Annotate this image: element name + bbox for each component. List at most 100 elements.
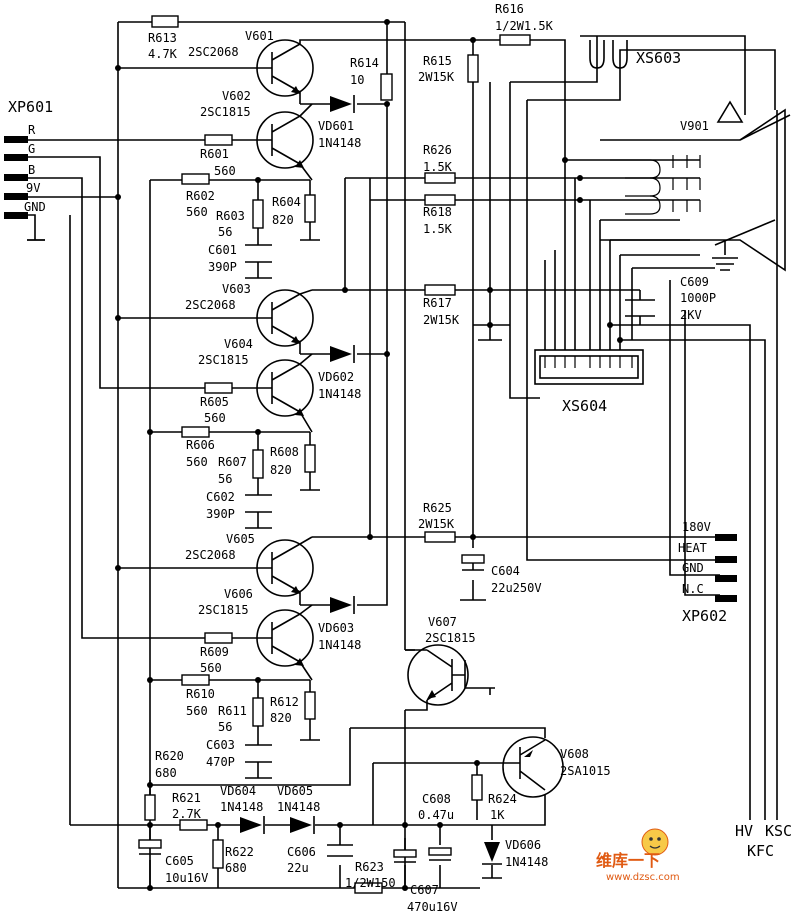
c601-value: 390P [208, 260, 237, 274]
c609-value: 1000P [680, 291, 716, 305]
vd606-part: 1N4148 [505, 855, 548, 869]
vd601-part: 1N4148 [318, 136, 361, 150]
c609-ref: C609 [680, 275, 709, 289]
r623-value: 1/2W150 [345, 876, 396, 890]
junction-dots [115, 19, 623, 891]
r610-value: 560 [186, 704, 208, 718]
r621-value: 2.7K [172, 807, 202, 821]
xs603-label: XS603 [636, 49, 681, 67]
r613-value: 4.7K [148, 47, 178, 61]
watermark-title: 维库一下 [596, 851, 660, 870]
dzsc-watermark-logo: 维库一下 www.dzsc.com [596, 828, 680, 883]
r616-ref: R616 [495, 2, 524, 16]
v603-ref: V603 [222, 282, 251, 296]
r601-ref: R601 [200, 147, 229, 161]
r614-value: 10 [350, 73, 364, 87]
r604-value: 820 [272, 213, 294, 227]
r620-ref: R620 [155, 749, 184, 763]
r624-value: 1K [490, 808, 505, 822]
v607-part: 2SC1815 [425, 631, 476, 645]
v605-part: 2SC2068 [185, 548, 236, 562]
c608-ref: C608 [422, 792, 451, 806]
r606-ref: R606 [186, 438, 215, 452]
xp602-pin-nc: N.C [682, 582, 704, 596]
v601-ref: V601 [245, 29, 274, 43]
v602-part: 2SC1815 [200, 105, 251, 119]
xs603-plugs [589, 40, 628, 69]
xs604-socket [534, 349, 644, 385]
c606-ref: C606 [287, 845, 316, 859]
r621-ref: R621 [172, 791, 201, 805]
vd605-part: 1N4148 [277, 800, 320, 814]
v603-part: 2SC2068 [185, 298, 236, 312]
c607-value: 470u16V [407, 900, 458, 914]
kfc-label: KFC [747, 842, 774, 860]
r616-value: 1/2W1.5K [495, 19, 554, 33]
xp601-pin-9v: 9V [26, 181, 40, 195]
r620-value: 680 [155, 766, 177, 780]
vd602-ref: VD602 [318, 370, 354, 384]
xp601-label: XP601 [8, 98, 53, 116]
xp601-pin-gnd: GND [24, 200, 46, 214]
r612-value: 820 [270, 711, 292, 725]
xp602-connector [715, 534, 737, 602]
xp601-pin-g: G [28, 142, 35, 156]
v606-part: 2SC1815 [198, 603, 249, 617]
c605-ref: C605 [165, 854, 194, 868]
ksc-label: KSC [765, 822, 792, 840]
c602-ref: C602 [206, 490, 235, 504]
c607-ref: C607 [410, 883, 439, 897]
r607-ref: R607 [218, 455, 247, 469]
r609-value: 560 [200, 661, 222, 675]
v901-label: V901 [680, 119, 709, 133]
vd606-ref: VD606 [505, 838, 541, 852]
vd601-ref: VD601 [318, 119, 354, 133]
c606-value: 22u [287, 861, 309, 875]
r603-ref: R603 [216, 209, 245, 223]
v608-ref: V608 [560, 747, 589, 761]
r617-value: 2W15K [423, 313, 460, 327]
r618-ref: R618 [423, 205, 452, 219]
xp602-pin-180v: 180V [682, 520, 711, 534]
xp601-pin-r: R [28, 123, 36, 137]
v606-ref: V606 [224, 587, 253, 601]
v604-part: 2SC1815 [198, 353, 249, 367]
r610-ref: R610 [186, 687, 215, 701]
xs604-label: XS604 [562, 397, 607, 415]
r622-ref: R622 [225, 845, 254, 859]
c603-value: 470P [206, 755, 235, 769]
r626-ref: R626 [423, 143, 452, 157]
crt-tube [600, 100, 791, 272]
v604-ref: V604 [224, 337, 253, 351]
vd604-ref: VD604 [220, 784, 256, 798]
xp602-pin-gnd: GND [682, 561, 704, 575]
xp601-connector [4, 136, 28, 219]
c601-ref: C601 [208, 243, 237, 257]
wiring [8, 21, 778, 889]
vd602-part: 1N4148 [318, 387, 361, 401]
r625-value: 2W15K [418, 517, 455, 531]
r612-ref: R612 [270, 695, 299, 709]
v601-part: 2SC2068 [188, 45, 239, 59]
hv-label: HV [735, 822, 753, 840]
xp602-pin-heat: HEAT [678, 541, 707, 555]
r615-ref: R615 [423, 54, 452, 68]
r615-value: 2W15K [418, 70, 455, 84]
r604-ref: R604 [272, 195, 301, 209]
c604-ref: C604 [491, 564, 520, 578]
r623-ref: R623 [355, 860, 384, 874]
r601-value: 560 [214, 164, 236, 178]
c609-rating: 2KV [680, 308, 702, 322]
capacitor-symbols [138, 244, 485, 863]
diode-symbols [240, 95, 502, 865]
r605-value: 560 [204, 411, 226, 425]
r608-ref: R608 [270, 445, 299, 459]
v602-ref: V602 [222, 89, 251, 103]
r613-ref: R613 [148, 31, 177, 45]
r618-value: 1.5K [423, 222, 453, 236]
r611-value: 56 [218, 720, 232, 734]
v607-ref: V607 [428, 615, 457, 629]
v608-part: 2SA1015 [560, 764, 611, 778]
c602-value: 390P [206, 507, 235, 521]
